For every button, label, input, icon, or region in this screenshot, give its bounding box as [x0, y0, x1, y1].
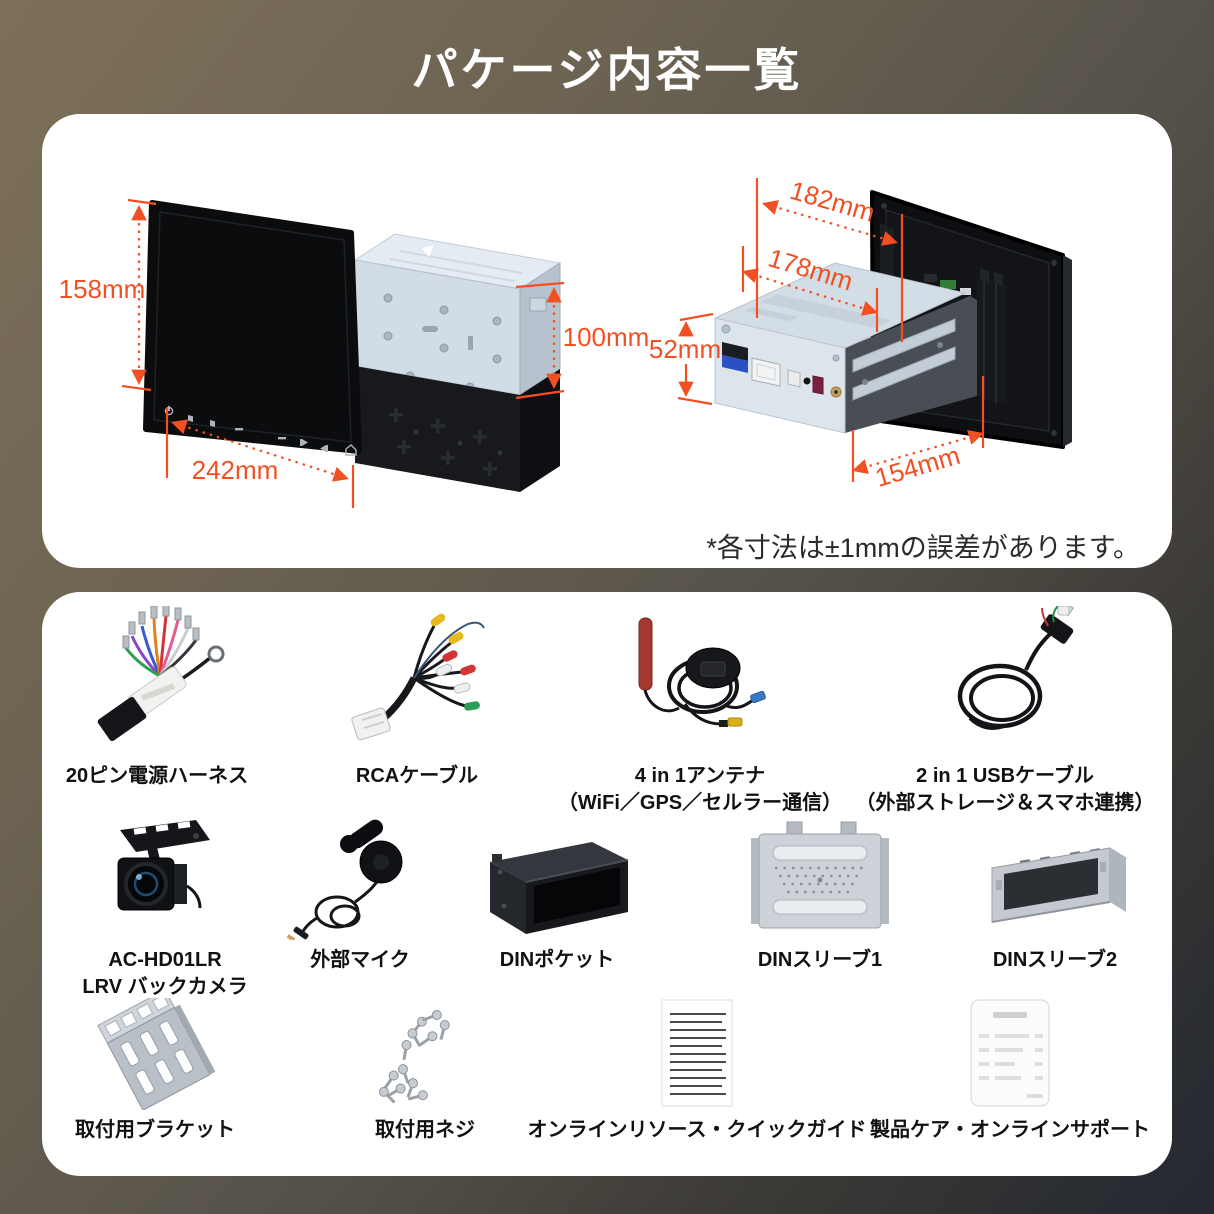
usb-cable-icon [930, 604, 1080, 756]
antenna-icon [625, 604, 775, 756]
usb-port [787, 369, 801, 388]
accessory-item-usb-cable: 2 in 1 USBケーブル （外部ストレージ＆スマホ連携） [840, 604, 1170, 817]
accessory-item-backup-camera: AC-HD01LR LRV バックカメラ [55, 814, 275, 1001]
dimension-52 [677, 312, 714, 406]
dimension-100-label: 100mm [563, 322, 650, 352]
accessories-card: 20ピン電源ハーネス [42, 592, 1172, 1176]
accessory-item-din-sleeve-2: DINスリーブ2 [945, 814, 1165, 974]
dimension-182-label: 182mm [787, 175, 879, 228]
accessory-item-support-card: 製品ケア・オンラインサポート [850, 998, 1170, 1144]
dimension-242 [165, 408, 355, 508]
power-connector [722, 342, 748, 361]
dimension-178 [741, 246, 879, 332]
backup-camera-icon [90, 814, 240, 940]
dimension-158 [121, 198, 157, 392]
dimension-154-label: 154mm [872, 440, 964, 493]
quick-guide-icon [642, 998, 752, 1110]
accessory-item-din-pocket: DINポケット [457, 814, 657, 974]
dimension-242-label: 242mm [192, 455, 279, 485]
accessory-item-din-sleeve-1: DINスリーブ1 [710, 814, 930, 974]
dimension-154 [851, 376, 985, 482]
accessory-item-quick-guide: オンラインリソース・クイックガイド [527, 998, 867, 1144]
accessory-item-antenna: 4 in 1アンテナ （WiFi／GPS／セルラー通信） [535, 604, 865, 817]
rca-cable-icon [342, 604, 492, 756]
dimension-100 [515, 281, 565, 400]
dimensions-card: 158mm 242mm 100mm [42, 114, 1172, 568]
din-pocket-icon [472, 814, 642, 940]
front-view-figure: 158mm 242mm 100mm [59, 198, 650, 508]
mounting-screws-icon [350, 998, 500, 1110]
accessory-item-external-mic: 外部マイク [270, 814, 450, 974]
rear-view-figure: 182mm 178mm 52mm 154mm [649, 175, 1072, 493]
dimension-158-label: 158mm [59, 274, 146, 304]
dimension-52-label: 52mm [649, 334, 721, 364]
mounting-bracket-icon [80, 998, 230, 1110]
din-sleeve-1-icon [735, 814, 905, 940]
accessory-item-mounting-bracket: 取付用ブラケット [45, 998, 265, 1144]
head-unit-chassis [353, 233, 562, 492]
hdmi-port [812, 375, 824, 395]
page-title: パケージ内容一覧 [411, 44, 803, 96]
power-harness-icon [82, 604, 232, 756]
din-sleeve-2-icon [970, 814, 1140, 940]
external-mic-icon [285, 814, 435, 940]
accessory-item-power-harness: 20ピン電源ハーネス [47, 604, 267, 790]
head-unit-screen [143, 200, 362, 456]
support-card-icon [955, 998, 1065, 1110]
accessory-item-rca-cable: RCAケーブル [307, 604, 527, 790]
tolerance-note: *各寸法は±1mmの誤差があります。 [706, 533, 1140, 563]
accessory-item-mounting-screws: 取付用ネジ [325, 998, 525, 1144]
